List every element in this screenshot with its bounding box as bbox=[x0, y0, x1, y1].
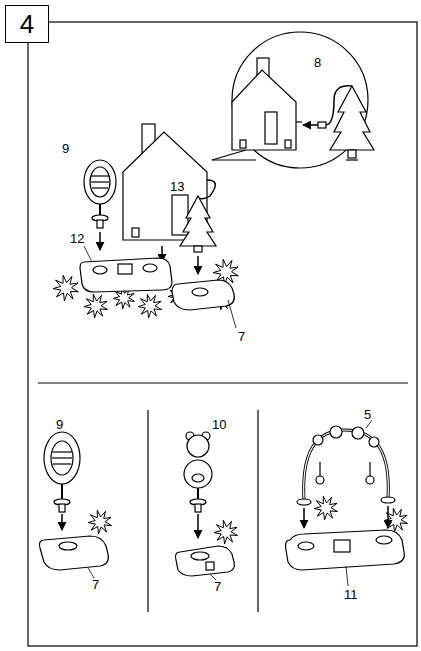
step-number-box: 4 bbox=[5, 5, 49, 43]
panel-egg bbox=[40, 432, 109, 578]
callout-number: 7 bbox=[214, 580, 221, 594]
magnifier bbox=[212, 32, 374, 168]
click-mark bbox=[84, 294, 108, 318]
click-mark bbox=[53, 275, 78, 301]
click-mark bbox=[88, 510, 112, 534]
divider bbox=[147, 410, 148, 612]
callout-number: 7 bbox=[238, 330, 245, 344]
callout-number: 7 bbox=[92, 578, 99, 592]
callout-number: 8 bbox=[314, 56, 321, 70]
click-marks bbox=[53, 259, 408, 544]
callout-number: 12 bbox=[70, 232, 84, 246]
callout-number: 10 bbox=[212, 418, 226, 432]
callout-number: 9 bbox=[56, 418, 63, 432]
callout-number: 5 bbox=[364, 408, 371, 422]
panel-arch bbox=[286, 420, 405, 586]
callout-number: 13 bbox=[170, 180, 184, 194]
panel-bear bbox=[176, 432, 235, 580]
frame bbox=[28, 22, 417, 646]
divider bbox=[257, 410, 258, 612]
click-mark bbox=[138, 294, 162, 318]
step-number: 4 bbox=[20, 9, 34, 40]
divider bbox=[38, 382, 408, 383]
callout-number: 9 bbox=[62, 142, 69, 156]
click-mark bbox=[314, 496, 338, 520]
callout-number: 11 bbox=[344, 588, 358, 602]
main-assembly bbox=[80, 124, 236, 328]
click-mark bbox=[214, 520, 238, 544]
